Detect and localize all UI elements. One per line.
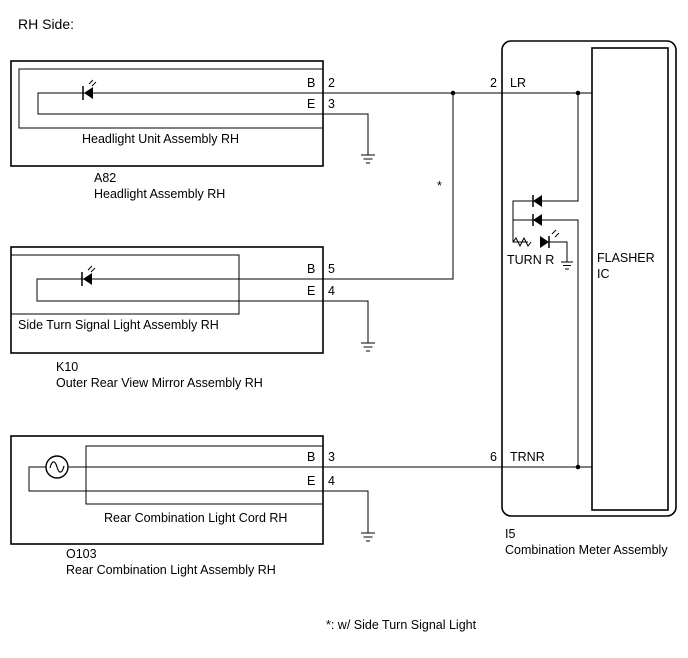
a82-pin-b-name: B: [307, 76, 315, 90]
k10-pin-e-num: 4: [328, 284, 335, 298]
o103-code: O103: [66, 547, 97, 561]
connector-o103: Rear Combination Light Cord RH B 3 E 4 O…: [10, 435, 335, 577]
k10-pin-b-num: 5: [328, 262, 335, 276]
i5-pin-trnr-name: TRNR: [510, 450, 545, 464]
a82-pin-e-name: E: [307, 97, 315, 111]
k10-inner-box: [10, 254, 240, 315]
o103-bulb-return-wire: [28, 466, 322, 492]
bulb-icon: [45, 455, 69, 479]
led-icon: [81, 265, 96, 286]
led-icon: [540, 229, 560, 248]
i5-internal-wire: [549, 241, 568, 262]
diagram-title: RH Side:: [18, 16, 74, 32]
i5-internal-wire: [542, 93, 579, 202]
k10-led-loop-wire: [36, 278, 322, 302]
connector-i5: FLASHER IC 2 LR 6 TRNR: [490, 40, 677, 557]
k10-outer-box: [10, 246, 324, 354]
a82-led-loop-wire: [37, 92, 322, 115]
ground-icon: [561, 261, 573, 270]
a82-pin-b-num: 2: [328, 76, 335, 90]
o103-inner-box: [85, 445, 324, 505]
diode-icon: [532, 195, 542, 207]
i5-code: I5: [505, 527, 515, 541]
i5-outer-box: [501, 40, 677, 517]
i5-pin-lr-num: 2: [490, 76, 497, 90]
k10-inner-label: Side Turn Signal Light Assembly RH: [18, 318, 219, 332]
splice-note-mark: *: [437, 179, 442, 193]
o103-name: Rear Combination Light Assembly RH: [66, 563, 276, 577]
k10-code: K10: [56, 360, 78, 374]
footnote: *: w/ Side Turn Signal Light: [326, 618, 477, 632]
a82-code: A82: [94, 171, 116, 185]
a82-inner-box: [18, 68, 324, 129]
o103-pin-b-num: 3: [328, 450, 335, 464]
resistor-icon: [512, 236, 532, 248]
a82-inner-label: Headlight Unit Assembly RH: [82, 132, 239, 146]
ground-icon: [361, 154, 375, 164]
o103-pin-b-name: B: [307, 450, 315, 464]
i5-name: Combination Meter Assembly: [505, 543, 668, 557]
a82-name: Headlight Assembly RH: [94, 187, 225, 201]
a82-pin-e-num: 3: [328, 97, 335, 111]
k10-name: Outer Rear View Mirror Assembly RH: [56, 376, 263, 390]
i5-pin-lr-name: LR: [510, 76, 526, 90]
connector-k10: Side Turn Signal Light Assembly RH B 5 E…: [10, 246, 335, 390]
o103-pin-e-name: E: [307, 474, 315, 488]
i5-internal-wire: [512, 200, 533, 243]
flasher-ic-box: [591, 47, 669, 511]
flasher-ic-label-2: IC: [597, 267, 610, 281]
o103-pin-e-num: 4: [328, 474, 335, 488]
o103-inner-label: Rear Combination Light Cord RH: [104, 511, 287, 525]
led-icon: [82, 79, 97, 100]
i5-pin-trnr-num: 6: [490, 450, 497, 464]
lr-signal-wire: [322, 90, 592, 280]
ground-icon: [361, 532, 375, 542]
ground-wires: [322, 113, 369, 533]
flasher-ic-label: FLASHER: [597, 251, 655, 265]
turn-r-indicator-label: TURN R: [507, 253, 554, 267]
k10-pin-e-name: E: [307, 284, 315, 298]
i5-internal-wire: [542, 219, 579, 467]
ground-icon: [361, 342, 375, 352]
connector-a82: Headlight Unit Assembly RH B 2 E 3 A82 H…: [10, 60, 335, 201]
k10-pin-b-name: B: [307, 262, 315, 276]
o103-outer-box: [10, 435, 324, 545]
diode-icon: [532, 214, 542, 226]
